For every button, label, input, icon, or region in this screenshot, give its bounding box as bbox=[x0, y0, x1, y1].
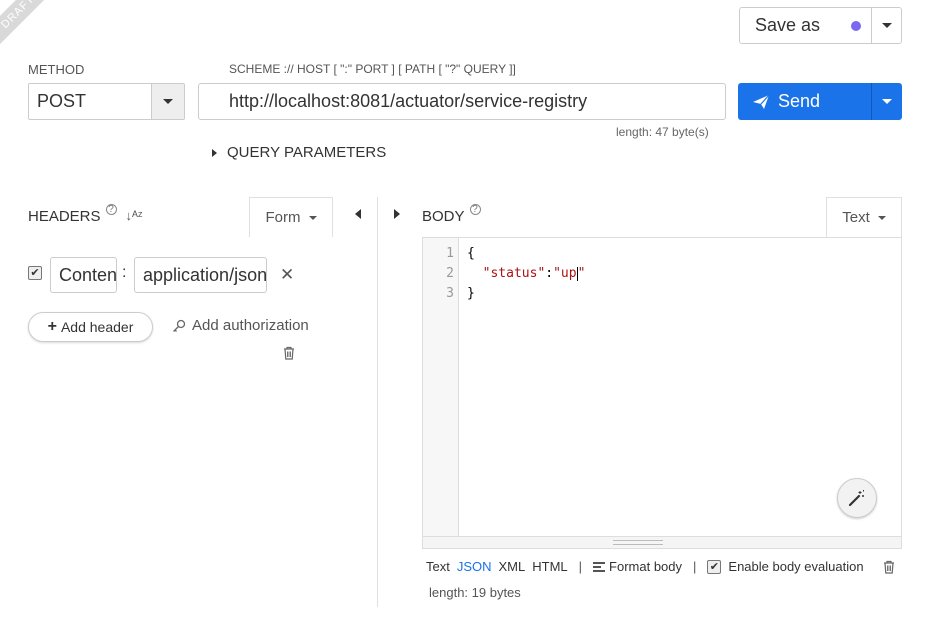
enable-body-evaluation-label: Enable body evaluation bbox=[728, 559, 864, 574]
chevron-down-icon bbox=[877, 215, 886, 220]
save-as-button-group[interactable]: Save as bbox=[739, 7, 902, 44]
method-value: POST bbox=[37, 91, 87, 111]
url-length: length: 47 byte(s) bbox=[616, 125, 709, 139]
body-length: length: 19 bytes bbox=[429, 585, 521, 600]
plus-icon: + bbox=[47, 318, 57, 335]
line-number: 3 bbox=[446, 286, 454, 301]
panel-divider[interactable] bbox=[377, 197, 378, 607]
paper-plane-icon bbox=[753, 94, 770, 109]
header-enabled-checkbox[interactable]: ✔ bbox=[28, 266, 42, 280]
chevron-down-icon bbox=[163, 99, 173, 104]
add-header-label: Add header bbox=[60, 319, 134, 335]
save-as-dropdown-button[interactable] bbox=[871, 8, 901, 43]
magic-wand-icon bbox=[848, 490, 864, 507]
header-name-input[interactable] bbox=[50, 257, 117, 293]
collapse-right-button[interactable] bbox=[394, 209, 400, 219]
body-mode-label: Text bbox=[842, 209, 870, 226]
key-icon bbox=[173, 319, 186, 332]
line-number: 1 bbox=[446, 246, 454, 261]
toolbar-separator: | bbox=[578, 559, 583, 574]
code-content[interactable]: { "status":"up" } bbox=[467, 244, 585, 304]
add-header-button[interactable]: + Add header bbox=[28, 312, 153, 342]
chevron-down-icon bbox=[881, 23, 892, 28]
sort-alpha-icon[interactable]: ↓ᴬᶻ bbox=[125, 208, 143, 223]
expand-triangle-icon bbox=[212, 148, 217, 157]
body-toolbar: Text JSON XML HTML | Format body | ✔ Ena… bbox=[426, 559, 864, 574]
method-label: METHOD bbox=[28, 62, 85, 77]
add-authorization-button[interactable]: Add authorization bbox=[172, 317, 309, 334]
format-text-link[interactable]: Text bbox=[426, 559, 450, 574]
code-line: "status":"up" bbox=[467, 264, 586, 284]
headers-title: HEADERS ? ↓ᴬᶻ bbox=[28, 204, 143, 225]
url-format-label: SCHEME :// HOST [ ":" PORT ] [ PATH [ "?… bbox=[229, 62, 516, 76]
format-body-button[interactable]: Format body bbox=[593, 559, 682, 574]
format-xml-link[interactable]: XML bbox=[498, 559, 526, 574]
send-dropdown-button[interactable] bbox=[871, 83, 902, 120]
draft-ribbon-label: DRAFT bbox=[0, 0, 54, 48]
unsaved-indicator-dot bbox=[851, 20, 861, 31]
method-dropdown-button[interactable] bbox=[151, 84, 184, 119]
code-line: } bbox=[467, 286, 475, 301]
url-input[interactable] bbox=[198, 83, 726, 120]
triangle-right-icon bbox=[394, 209, 400, 219]
add-authorization-label: Add authorization bbox=[192, 317, 309, 334]
chevron-down-icon bbox=[308, 215, 317, 220]
json-value: "up bbox=[553, 266, 577, 281]
json-key: "status" bbox=[482, 266, 546, 281]
format-body-label: Format body bbox=[609, 559, 683, 574]
chevron-down-icon bbox=[882, 99, 892, 104]
query-parameters-label: QUERY PARAMETERS bbox=[227, 144, 387, 161]
format-lines-icon bbox=[593, 561, 606, 572]
editor-resize-handle[interactable] bbox=[422, 537, 902, 549]
send-button-group[interactable]: Send bbox=[738, 83, 902, 120]
headers-mode-label: Form bbox=[265, 209, 301, 226]
triangle-left-icon bbox=[355, 209, 361, 219]
send-button[interactable]: Send bbox=[738, 83, 871, 120]
clear-body-button[interactable] bbox=[883, 560, 895, 579]
help-icon[interactable]: ? bbox=[105, 204, 117, 215]
body-title: BODY ? bbox=[422, 204, 481, 225]
json-colon: : bbox=[545, 266, 554, 281]
grip-icon bbox=[613, 540, 663, 545]
save-as-button[interactable]: Save as bbox=[740, 8, 871, 43]
format-html-link[interactable]: HTML bbox=[532, 559, 568, 574]
body-label: BODY bbox=[422, 208, 465, 225]
remove-header-icon[interactable]: ✕ bbox=[280, 265, 295, 284]
format-json-link[interactable]: JSON bbox=[456, 559, 492, 574]
trash-icon bbox=[884, 560, 894, 574]
send-label: Send bbox=[778, 91, 821, 111]
enable-body-evaluation-checkbox[interactable]: ✔ bbox=[707, 559, 722, 574]
toolbar-separator: | bbox=[693, 559, 697, 574]
trash-icon bbox=[284, 346, 294, 360]
text-cursor bbox=[576, 266, 578, 281]
delete-all-headers-button[interactable] bbox=[283, 346, 295, 365]
header-separator: : bbox=[122, 264, 127, 281]
collapse-left-button[interactable] bbox=[355, 209, 361, 219]
beautify-button[interactable] bbox=[837, 478, 877, 518]
help-icon[interactable]: ? bbox=[469, 204, 481, 215]
json-value-close: " bbox=[577, 266, 586, 281]
draft-ribbon: DRAFT bbox=[0, 0, 60, 60]
save-as-label: Save as bbox=[755, 15, 821, 35]
header-value-input[interactable] bbox=[134, 257, 267, 293]
body-editor[interactable]: 1 2 3 { "status":"up" } bbox=[422, 237, 902, 537]
query-parameters-toggle[interactable]: QUERY PARAMETERS bbox=[212, 144, 386, 161]
line-number: 2 bbox=[446, 266, 454, 281]
line-number-gutter: 1 2 3 bbox=[423, 238, 459, 536]
body-mode-dropdown[interactable]: Text bbox=[826, 197, 902, 237]
headers-label: HEADERS bbox=[28, 208, 101, 225]
code-line: { bbox=[467, 246, 475, 261]
method-select[interactable]: POST bbox=[28, 83, 185, 120]
headers-mode-dropdown[interactable]: Form bbox=[249, 197, 333, 237]
